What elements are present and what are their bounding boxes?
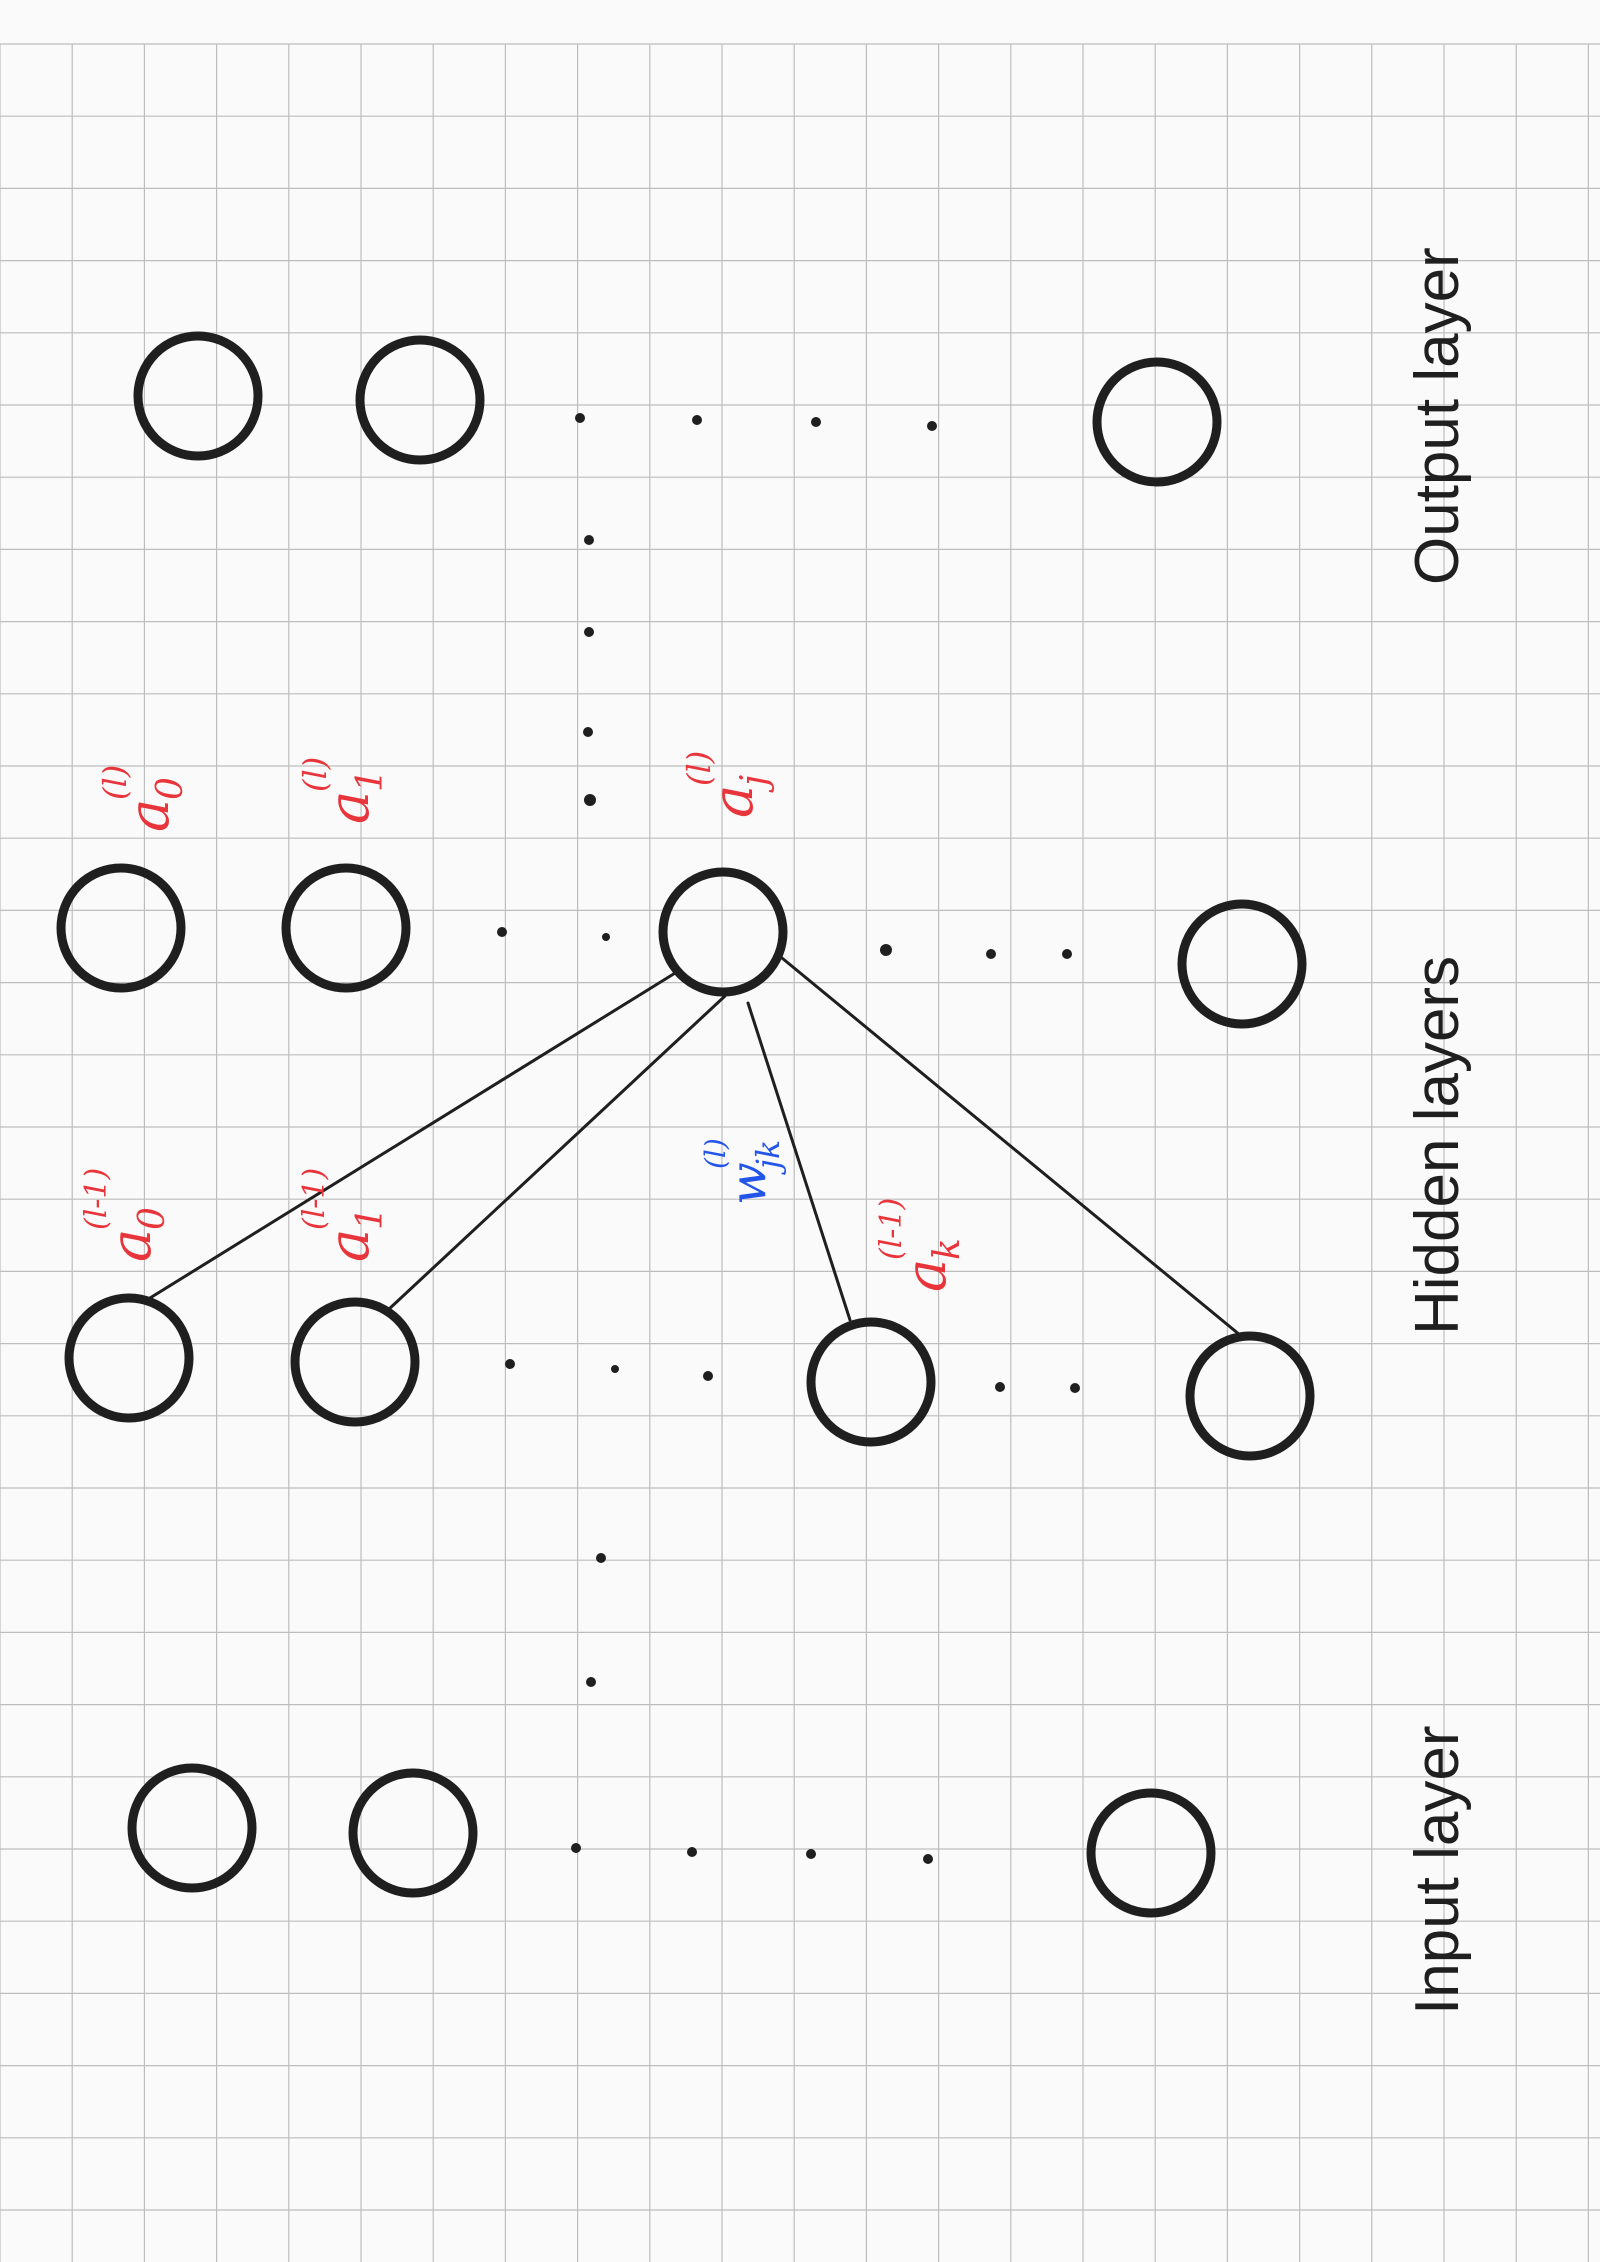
edge-aj-a0prev [148, 968, 682, 1300]
neuron-a1-prev [290, 1297, 420, 1427]
edge-aj-alast [780, 956, 1242, 1337]
hidden-layer-l-1-neurons [64, 1293, 1315, 1461]
neuron-a0-prev [64, 1293, 194, 1423]
input-layer-neurons [127, 1763, 1216, 1918]
neuron [127, 1763, 257, 1893]
ellipsis-dots [497, 413, 1080, 1864]
svg-text:k: k [927, 1238, 968, 1260]
annotation-a1-prev: a 1 (l-1) [297, 1168, 391, 1262]
svg-text:a: a [317, 791, 382, 824]
annotation-a1: a 1 (l) [296, 757, 391, 824]
svg-text:jk: jk [749, 1140, 787, 1175]
svg-text:(l): (l) [680, 751, 718, 786]
svg-text:a: a [701, 785, 766, 818]
svg-text:a: a [99, 1229, 164, 1262]
connection-edges [148, 956, 1242, 1337]
neuron-a0 [56, 863, 186, 993]
svg-text:(l): (l) [699, 1138, 732, 1169]
svg-text:a: a [117, 799, 182, 832]
annotation-a0: a 0 (l) [96, 765, 191, 832]
edge-aj-akprev [746, 1001, 852, 1322]
svg-text:w: w [719, 1162, 777, 1205]
neuron [1177, 899, 1307, 1029]
neuron-ak-prev [806, 1317, 936, 1447]
neuron [355, 335, 485, 465]
neuron-a1 [281, 863, 411, 993]
neuron [1092, 357, 1222, 487]
svg-text:1: 1 [350, 769, 391, 792]
neuron [1185, 1331, 1315, 1461]
svg-text:0: 0 [150, 777, 191, 800]
svg-text:1: 1 [350, 1207, 391, 1230]
input-layer-label: Input layer [1403, 1725, 1472, 2015]
neuron-aj [658, 867, 788, 997]
annotation-ak-prev: a k (l-1) [874, 1198, 968, 1292]
neuron [1086, 1788, 1216, 1918]
svg-text:(l): (l) [96, 765, 134, 800]
svg-text:(l-1): (l-1) [874, 1198, 909, 1260]
svg-text:0: 0 [132, 1207, 173, 1230]
svg-text:(l): (l) [296, 757, 334, 792]
output-layer-neurons [133, 331, 1222, 487]
svg-text:a: a [894, 1259, 959, 1292]
svg-text:a: a [317, 1229, 382, 1262]
output-layer-label: Output layer [1403, 247, 1472, 585]
neuron [133, 331, 263, 461]
annotation-a0-prev: a 0 (l-1) [79, 1168, 173, 1262]
svg-text:(l-1): (l-1) [297, 1168, 332, 1230]
hidden-layer-l-neurons [56, 863, 1307, 1029]
grid-background [0, 43, 1600, 2262]
svg-text:(l-1): (l-1) [79, 1168, 114, 1230]
annotation-wjk: w jk (l) [699, 1138, 787, 1205]
neuron [348, 1768, 478, 1898]
annotation-aj: a j (l) [680, 751, 775, 818]
edge-aj-a1prev [386, 994, 727, 1312]
hidden-layers-label: Hidden layers [1403, 956, 1472, 1335]
